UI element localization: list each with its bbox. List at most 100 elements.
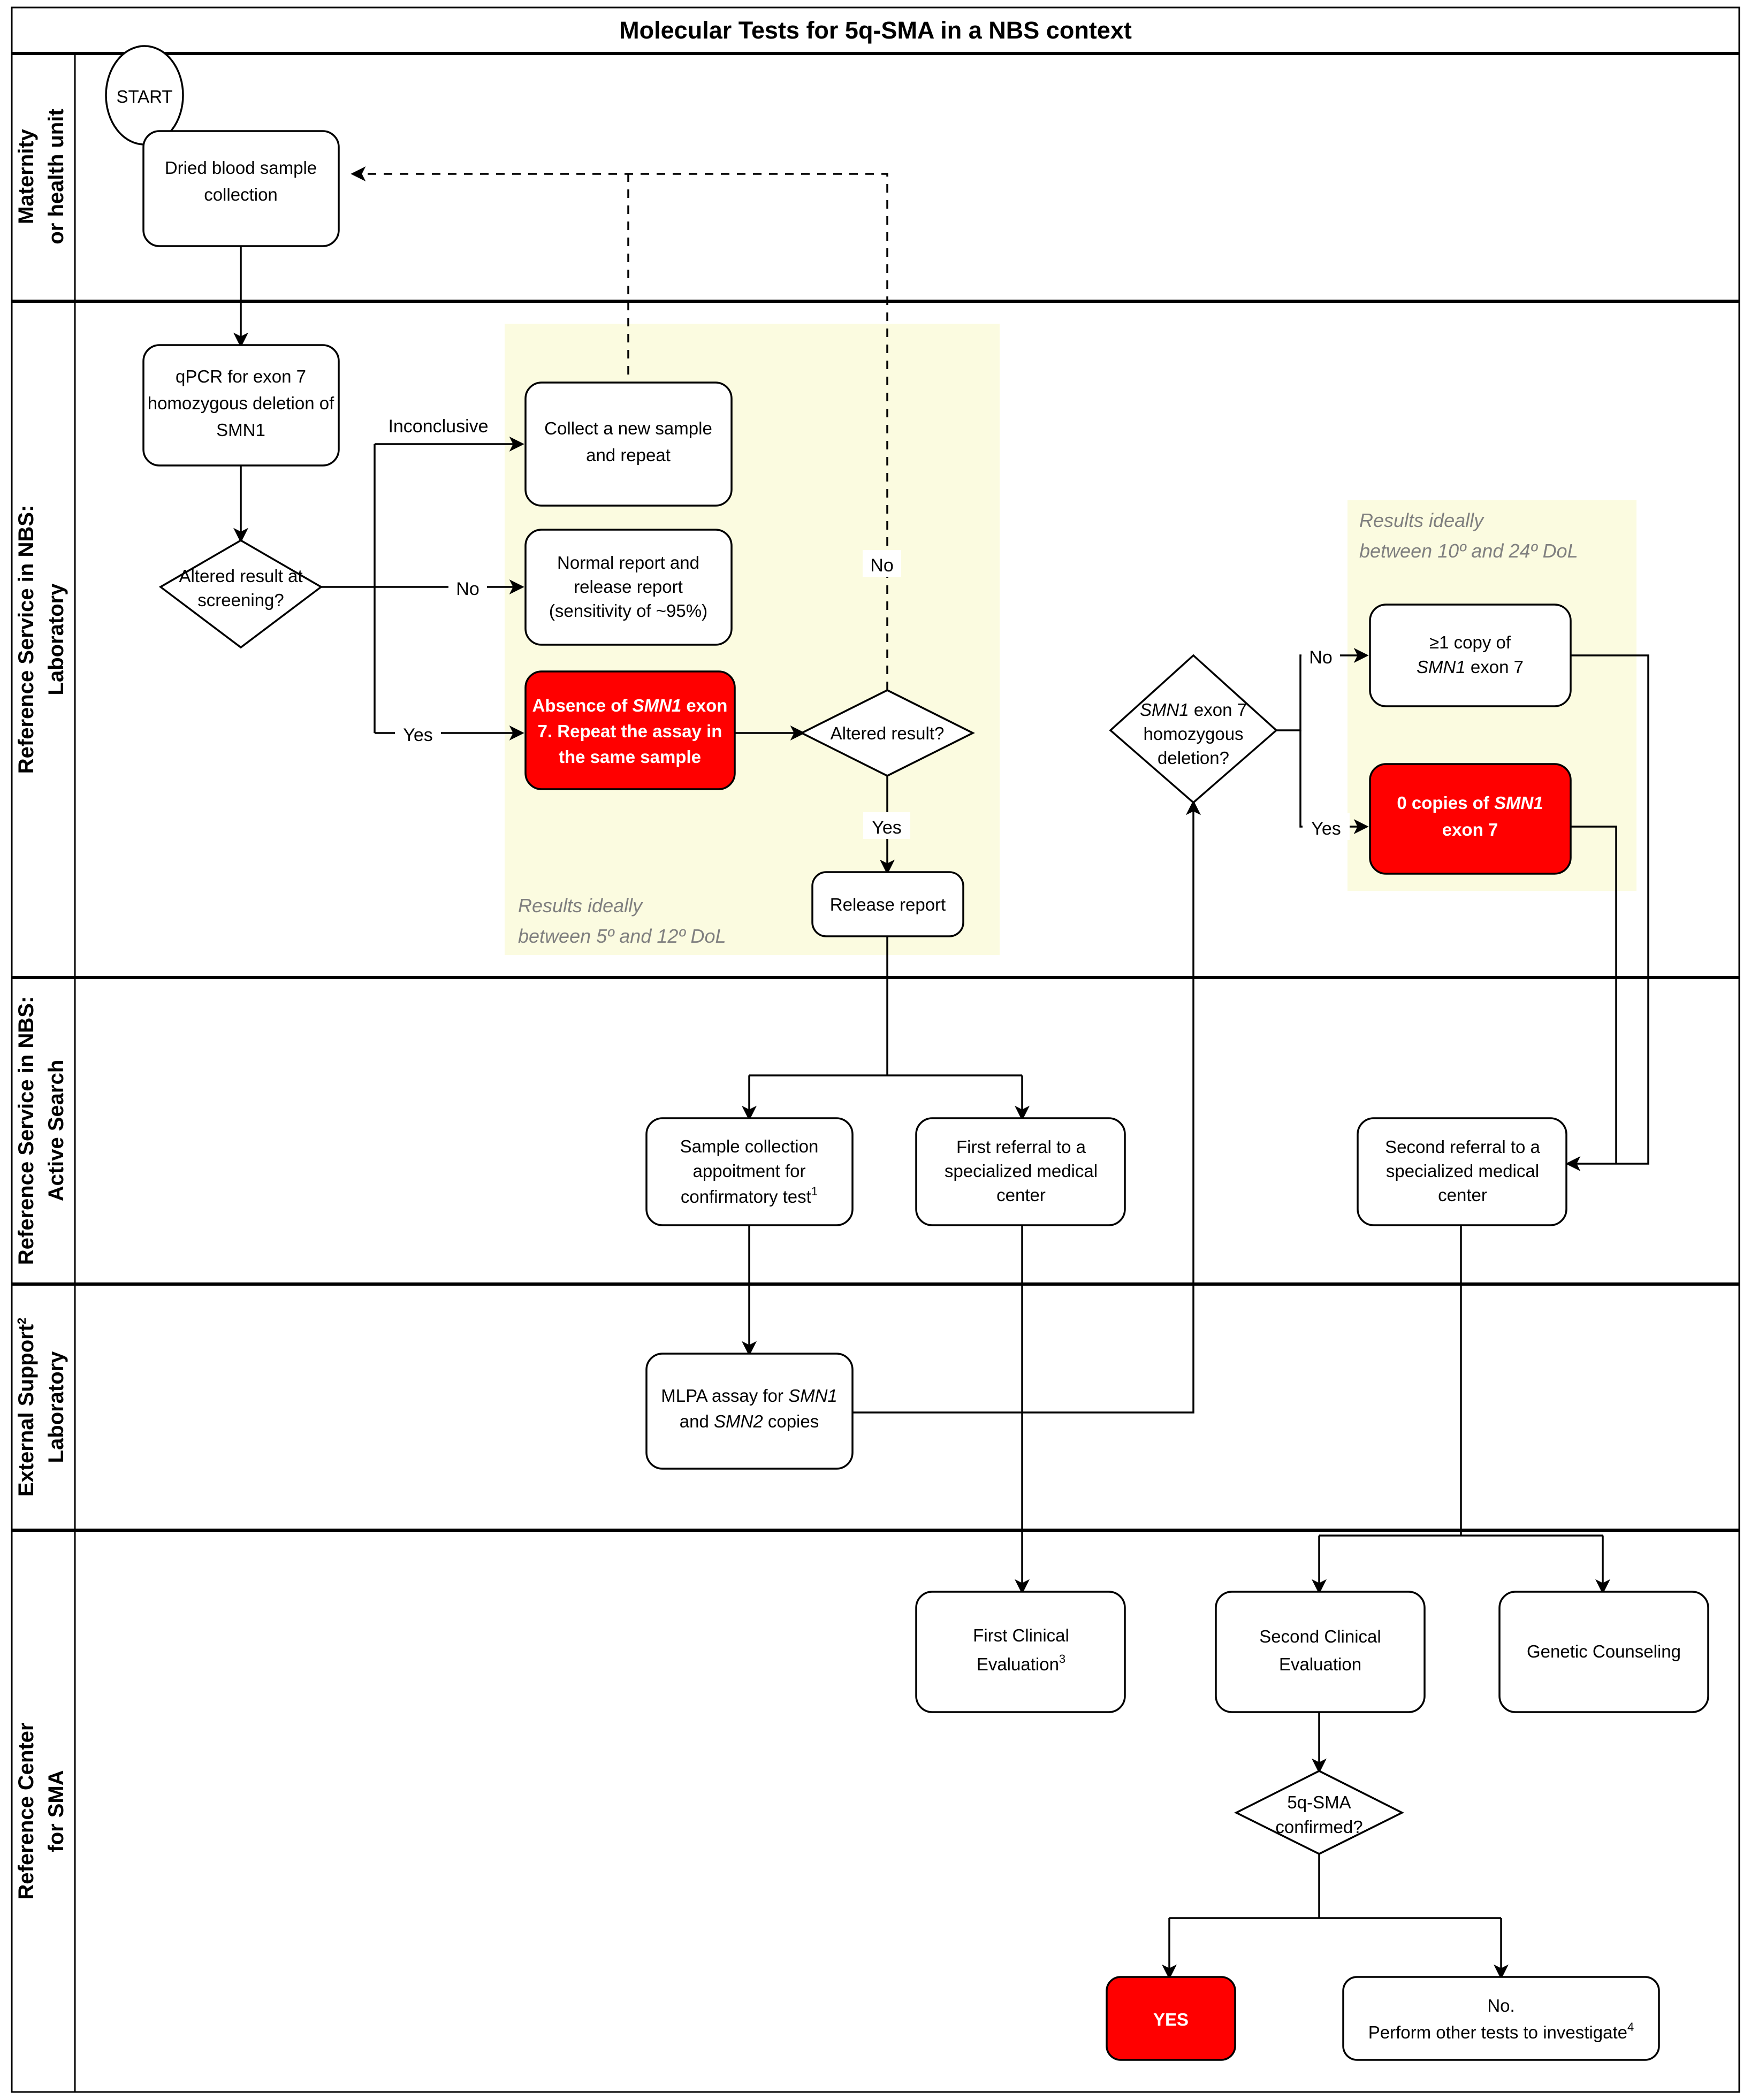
node-second-referral-line3: center xyxy=(1438,1185,1487,1205)
node-altered-screening-line2: screening? xyxy=(197,590,284,610)
node-mlpa-line1: MLPA assay for SMN1 xyxy=(661,1386,838,1406)
node-release-report[interactable]: Release report xyxy=(811,871,964,937)
edge-altered-result-no-dashed xyxy=(351,166,888,690)
node-second-referral[interactable]: Second referral to a specialized medical… xyxy=(1357,1117,1567,1226)
node-first-clinical-evaluation[interactable]: First Clinical Evaluation3 xyxy=(915,1591,1126,1713)
node-dried-blood-line1: Dried blood sample xyxy=(165,158,317,178)
node-sma-confirmed-line1: 5q-SMA xyxy=(1287,1792,1351,1812)
note-lab-right-line1: Results ideally xyxy=(1359,509,1484,531)
node-first-referral-line3: center xyxy=(996,1185,1046,1205)
node-first-referral-line2: specialized medical xyxy=(945,1161,1098,1181)
note-lab-left: Results ideally between 5º and 12º DoL xyxy=(518,895,726,947)
node-sample-collection-appointment[interactable]: Sample collection appoitment for confirm… xyxy=(645,1117,854,1226)
note-lab-left-line1: Results ideally xyxy=(518,895,643,917)
lane-label-external-lab: External Support2 Laboratory xyxy=(14,1318,68,1497)
node-normal-report-line1: Normal report and xyxy=(557,553,699,572)
note-lab-right: Results ideally between 10º and 24º DoL xyxy=(1359,509,1578,562)
node-homozygous-line1: SMN1 exon 7 xyxy=(1140,700,1247,720)
node-collect-new-line1: Collect a new sample xyxy=(544,418,712,438)
lane-label-maternity-line1: Maternity xyxy=(14,128,38,224)
lane-label-external-lab-line1: External Support2 xyxy=(14,1318,38,1497)
node-qpcr-line1: qPCR for exon 7 xyxy=(176,366,306,386)
diagram-border xyxy=(11,6,1740,2093)
lane-label-lab-line2: Laboratory xyxy=(44,583,68,696)
node-collect-new-sample[interactable]: Collect a new sample and repeat xyxy=(524,381,733,507)
node-zero-copies-smn1[interactable]: 0 copies of SMN1 exon 7 xyxy=(1369,763,1572,875)
note-lab-right-line2: between 10º and 24º DoL xyxy=(1359,540,1578,562)
node-sma-confirmed-line2: confirmed? xyxy=(1275,1817,1362,1837)
node-one-copy-line1: ≥1 copy of xyxy=(1429,632,1511,652)
node-first-referral[interactable]: First referral to a specialized medical … xyxy=(915,1117,1126,1226)
node-second-clinical-evaluation[interactable]: Second Clinical Evaluation xyxy=(1215,1591,1426,1713)
edge-label-homozygous-no: No xyxy=(1301,642,1340,669)
page-title: Molecular Tests for 5q-SMA in a NBS cont… xyxy=(619,17,1132,44)
node-absence-line3: the same sample xyxy=(559,747,701,767)
node-no-box-line1: No. xyxy=(1487,1996,1514,2015)
node-start-label: START xyxy=(116,87,172,106)
node-genetic-counseling[interactable]: Genetic Counseling xyxy=(1498,1591,1709,1713)
svg-text:No: No xyxy=(870,555,893,576)
node-sample-collection-line3: confirmatory test1 xyxy=(681,1185,818,1206)
node-one-copy-smn1[interactable]: ≥1 copy of SMN1 exon 7 xyxy=(1369,604,1572,707)
node-yes-box[interactable]: YES xyxy=(1106,1976,1236,2061)
edge-label-homozygous-yes: Yes xyxy=(1303,813,1350,840)
node-absence-line1: Absence of SMN1 exon xyxy=(532,696,728,715)
node-second-clinical-line1: Second Clinical xyxy=(1259,1626,1381,1646)
node-first-referral-line1: First referral to a xyxy=(956,1137,1086,1157)
node-genetic-counseling-label: Genetic Counseling xyxy=(1527,1641,1681,1661)
node-altered-result[interactable]: Altered result? xyxy=(800,689,975,777)
svg-text:Yes: Yes xyxy=(403,725,432,745)
node-one-copy-line2: SMN1 exon 7 xyxy=(1417,657,1524,677)
svg-text:No: No xyxy=(1309,647,1332,668)
node-normal-report[interactable]: Normal report and release report (sensit… xyxy=(524,529,733,646)
node-normal-report-line3: (sensitivity of ~95%) xyxy=(549,601,707,621)
node-homozygous-line2: homozygous xyxy=(1143,724,1243,744)
edge-one-copy-to-second-referral xyxy=(1565,654,1649,1171)
node-homozygous-line3: deletion? xyxy=(1158,748,1229,768)
node-first-clinical-line2: Evaluation3 xyxy=(977,1652,1065,1674)
node-absence-line2: 7. Repeat the assay in xyxy=(538,721,722,741)
node-first-clinical-line1: First Clinical xyxy=(973,1625,1069,1645)
node-second-referral-line1: Second referral to a xyxy=(1385,1137,1540,1157)
node-dried-blood-line2: collection xyxy=(204,185,278,204)
node-altered-result-at-screening[interactable]: Altered result at screening? xyxy=(158,539,323,649)
node-mlpa-line2: and SMN2 copies xyxy=(680,1411,819,1431)
node-qpcr[interactable]: qPCR for exon 7 homozygous deletion of S… xyxy=(142,344,340,467)
node-sample-collection-line1: Sample collection xyxy=(680,1136,819,1156)
svg-text:Yes: Yes xyxy=(872,818,901,838)
edge-zero-copies-to-second-referral xyxy=(1571,826,1617,1164)
lane-label-lab: Reference Service in NBS: Laboratory xyxy=(14,505,68,774)
lane-label-active-search: Reference Service in NBS: Active Search xyxy=(14,996,68,1265)
node-altered-screening-line1: Altered result at xyxy=(179,566,302,586)
node-altered-result-label: Altered result? xyxy=(831,723,945,743)
edge-label-altered-no: No xyxy=(863,550,901,577)
lane-label-external-lab-line2: Laboratory xyxy=(44,1351,68,1463)
node-no-box-line2: Perform other tests to investigate4 xyxy=(1368,2020,1634,2042)
node-release-report-label: Release report xyxy=(830,895,946,914)
node-sample-collection-line2: appoitment for xyxy=(693,1161,806,1181)
svg-text:Inconclusive: Inconclusive xyxy=(388,416,488,437)
node-zero-copies-line1: 0 copies of SMN1 xyxy=(1397,793,1543,813)
lane-label-lab-line1: Reference Service in NBS: xyxy=(14,505,38,774)
node-yes-label: YES xyxy=(1153,2010,1189,2029)
edge-label-screening-no: No xyxy=(448,574,487,600)
node-collect-new-line2: and repeat xyxy=(586,445,671,465)
edge-label-inconclusive: Inconclusive xyxy=(375,411,502,438)
node-mlpa-assay[interactable]: MLPA assay for SMN1 and SMN2 copies xyxy=(645,1353,854,1470)
node-qpcr-line2: homozygous deletion of xyxy=(148,393,334,413)
svg-text:No: No xyxy=(456,579,479,599)
node-absence-smn1-exon7[interactable]: Absence of SMN1 exon 7. Repeat the assay… xyxy=(524,670,736,790)
lane-label-maternity-line2: or health unit xyxy=(44,109,68,244)
node-second-referral-line2: specialized medical xyxy=(1386,1161,1539,1181)
node-smn1-homozygous-deletion[interactable]: SMN1 exon 7 homozygous deletion? xyxy=(1109,654,1278,804)
node-start[interactable]: START xyxy=(105,45,184,146)
edge-label-altered-yes: Yes xyxy=(863,812,910,839)
lane-label-active-search-line2: Active Search xyxy=(44,1060,68,1202)
node-sma-confirmed[interactable]: 5q-SMA confirmed? xyxy=(1234,1770,1404,1855)
lane-label-maternity: Maternity or health unit xyxy=(14,109,68,244)
node-no-box[interactable]: No. Perform other tests to investigate4 xyxy=(1342,1976,1660,2061)
edge-mlpa-to-smn1-homozygous xyxy=(851,800,1201,1414)
svg-text:Yes: Yes xyxy=(1311,819,1341,839)
note-lab-left-line2: between 5º and 12º DoL xyxy=(518,925,726,947)
node-dried-blood-sample-collection[interactable]: Dried blood sample collection xyxy=(142,130,340,247)
